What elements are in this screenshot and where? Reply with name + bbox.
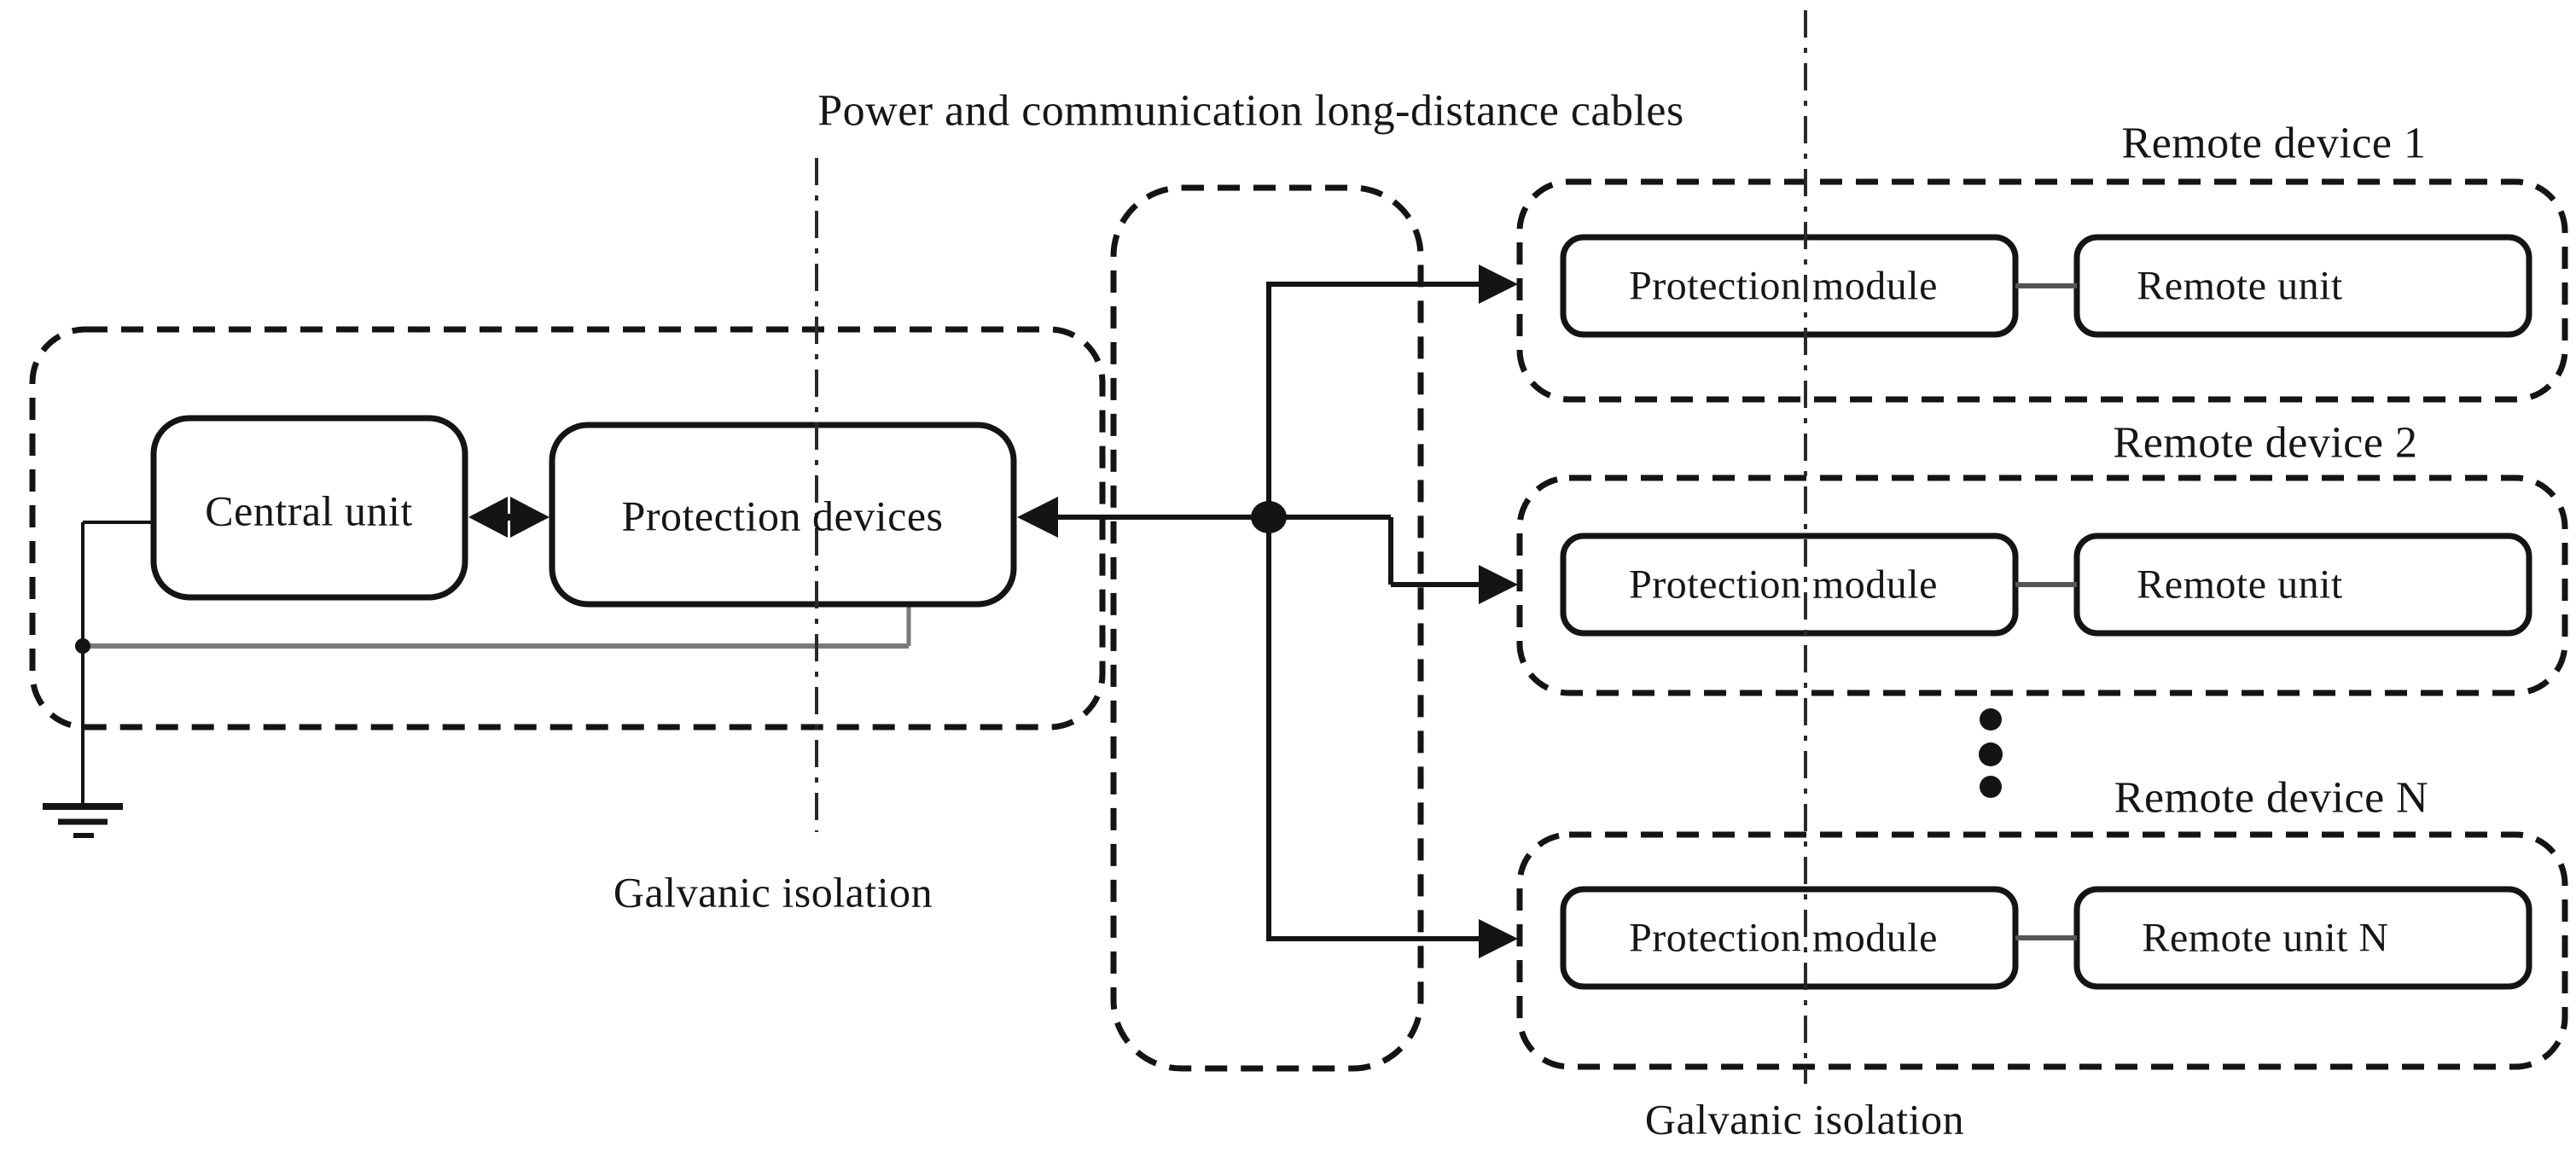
arrowhead-left-icon <box>468 497 508 538</box>
cables-dashed-box <box>1110 184 1424 1072</box>
arrowhead-remote-2-icon <box>1479 565 1518 604</box>
vertical-ellipsis-icon <box>1979 708 2003 798</box>
small-junction-dot-icon <box>75 638 90 654</box>
arrowhead-remote-1-icon <box>1479 265 1518 304</box>
galvanic-isolation-label-left: Galvanic isolation <box>613 868 933 917</box>
arrowhead-remote-n-icon <box>1479 919 1518 958</box>
remote-n-protection-module-label: Protection module <box>1629 915 1938 961</box>
remote-2-remote-unit-label: Remote unit <box>2137 562 2343 608</box>
protection-devices-label: Protection devices <box>621 492 944 540</box>
remote-2-protection-module-label: Protection module <box>1629 562 1938 608</box>
arrowhead-right-icon <box>510 497 550 538</box>
remote-1-remote-unit-label: Remote unit <box>2137 263 2343 309</box>
remote-1-protection-module-label: Protection module <box>1629 263 1938 309</box>
remote-device-n-title: Remote device N <box>2114 773 2429 823</box>
remote-device-2-title: Remote device 2 <box>2113 418 2418 468</box>
ground-icon <box>43 803 123 838</box>
galvanic-isolation-label-right: Galvanic isolation <box>1644 1095 1965 1144</box>
junction-dot-icon <box>1251 501 1287 533</box>
arrowhead-into-protection-devices-icon <box>1017 497 1058 538</box>
remote-n-remote-unit-label: Remote unit N <box>2142 915 2389 961</box>
central-unit-label: Central unit <box>205 486 413 535</box>
remote-device-1-title: Remote device 1 <box>2121 119 2427 168</box>
bidirectional-arrow <box>468 497 550 538</box>
top-cables-label: Power and communication long-distance ca… <box>817 86 1684 136</box>
